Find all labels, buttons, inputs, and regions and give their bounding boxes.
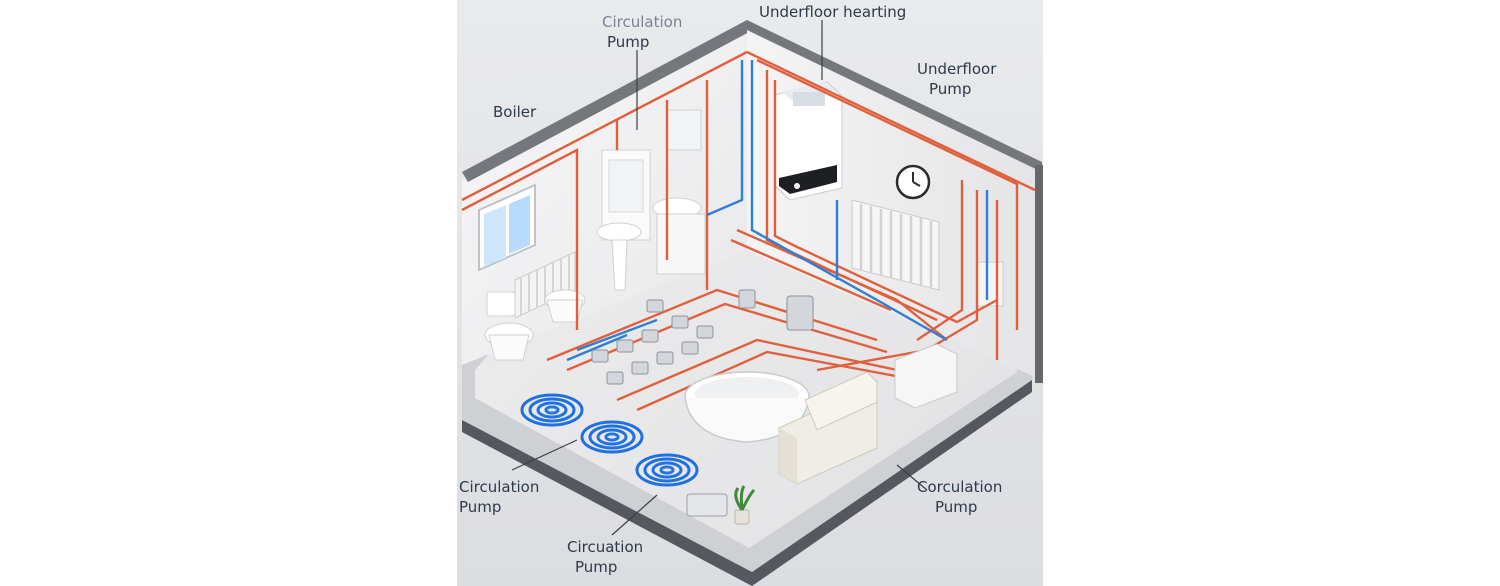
svg-text:Circulation: Circulation bbox=[459, 478, 539, 496]
floor-edge bbox=[462, 380, 1032, 586]
svg-text:Corculation: Corculation bbox=[917, 478, 1002, 496]
manifold-valves bbox=[591, 289, 814, 385]
svg-text:Circulation: Circulation bbox=[602, 13, 682, 31]
callout-underfloor-heating: Underfloor hearting bbox=[759, 3, 906, 21]
svg-text:Pump: Pump bbox=[575, 558, 617, 576]
callout-circulation-pump-right: Corculation Pump bbox=[917, 478, 1002, 516]
coil-1 bbox=[520, 393, 584, 427]
callout-circulation-pump-top: Circulation Pump bbox=[602, 13, 682, 51]
coil-2 bbox=[580, 420, 644, 454]
svg-text:Underfloor hearting: Underfloor hearting bbox=[759, 3, 906, 21]
clock bbox=[895, 164, 931, 200]
right-wall-edge bbox=[1035, 165, 1043, 383]
boiler-unit bbox=[774, 81, 843, 201]
svg-text:Pump: Pump bbox=[929, 80, 971, 98]
callout-underfloor-pump: Underfloor Pump bbox=[917, 60, 997, 98]
left-wall-top bbox=[462, 20, 753, 182]
svg-text:Circuation: Circuation bbox=[567, 538, 643, 556]
sink-and-mirror bbox=[596, 109, 706, 291]
callout-boiler: Boiler bbox=[493, 103, 537, 121]
window bbox=[478, 183, 536, 272]
wall-controller bbox=[976, 261, 1004, 307]
callout-circulation-pump-bottom: Circuation Pump bbox=[567, 538, 643, 576]
floor-heating-coils bbox=[520, 393, 699, 487]
leader-lines bbox=[511, 20, 928, 536]
svg-text:Pump: Pump bbox=[607, 33, 649, 51]
callout-circulation-pump-left: Circulation Pump bbox=[459, 478, 539, 516]
toilet-1 bbox=[484, 291, 534, 361]
svg-text:Underfloor: Underfloor bbox=[917, 60, 997, 78]
cold-pipes bbox=[566, 60, 989, 362]
svg-text:Pump: Pump bbox=[935, 498, 977, 516]
right-wall-top bbox=[747, 20, 1042, 172]
svg-text:Pump: Pump bbox=[459, 498, 501, 516]
radiator-right bbox=[851, 199, 940, 291]
side-box bbox=[894, 343, 958, 409]
floor-equipment bbox=[686, 493, 728, 517]
plant bbox=[734, 485, 756, 525]
svg-text:Boiler: Boiler bbox=[493, 103, 537, 121]
sofa bbox=[778, 371, 878, 485]
bathtub bbox=[684, 371, 810, 443]
underfloor-heating-diagram: Circulation Pump Underfloor hearting Und… bbox=[457, 0, 1043, 586]
coil-3 bbox=[635, 453, 699, 487]
